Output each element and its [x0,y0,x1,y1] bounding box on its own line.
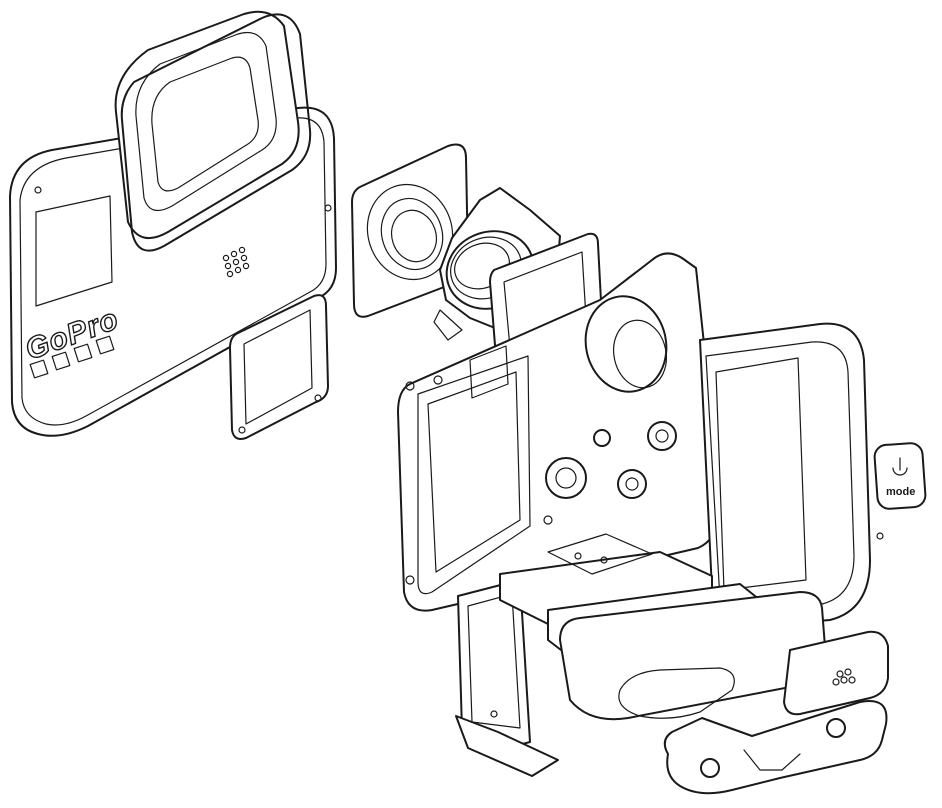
rear-screen [715,357,807,591]
battery-side-door [455,579,559,777]
power-icon [892,457,908,476]
mic-hole [34,186,42,194]
folding-mount-fingers [663,630,889,795]
rear-housing: mode [699,322,927,625]
mount-screw-2 [617,469,647,499]
battery-bay [417,355,531,595]
lens-port [584,295,668,393]
front-screen-window [35,195,113,307]
mount-screw-1 [545,457,587,499]
mode-button[interactable] [873,442,927,510]
speaker-grille-dots [222,246,250,278]
bottom-chassis [499,533,827,721]
status-squares [29,335,115,379]
front-cover-plate: GoPro [9,106,337,440]
mode-label: mode [886,486,915,498]
main-chassis-frame [397,252,717,612]
lens-element [351,143,469,318]
mount-screw-3 [647,421,677,451]
cover-flap [229,294,329,440]
lens-cover [114,10,312,252]
